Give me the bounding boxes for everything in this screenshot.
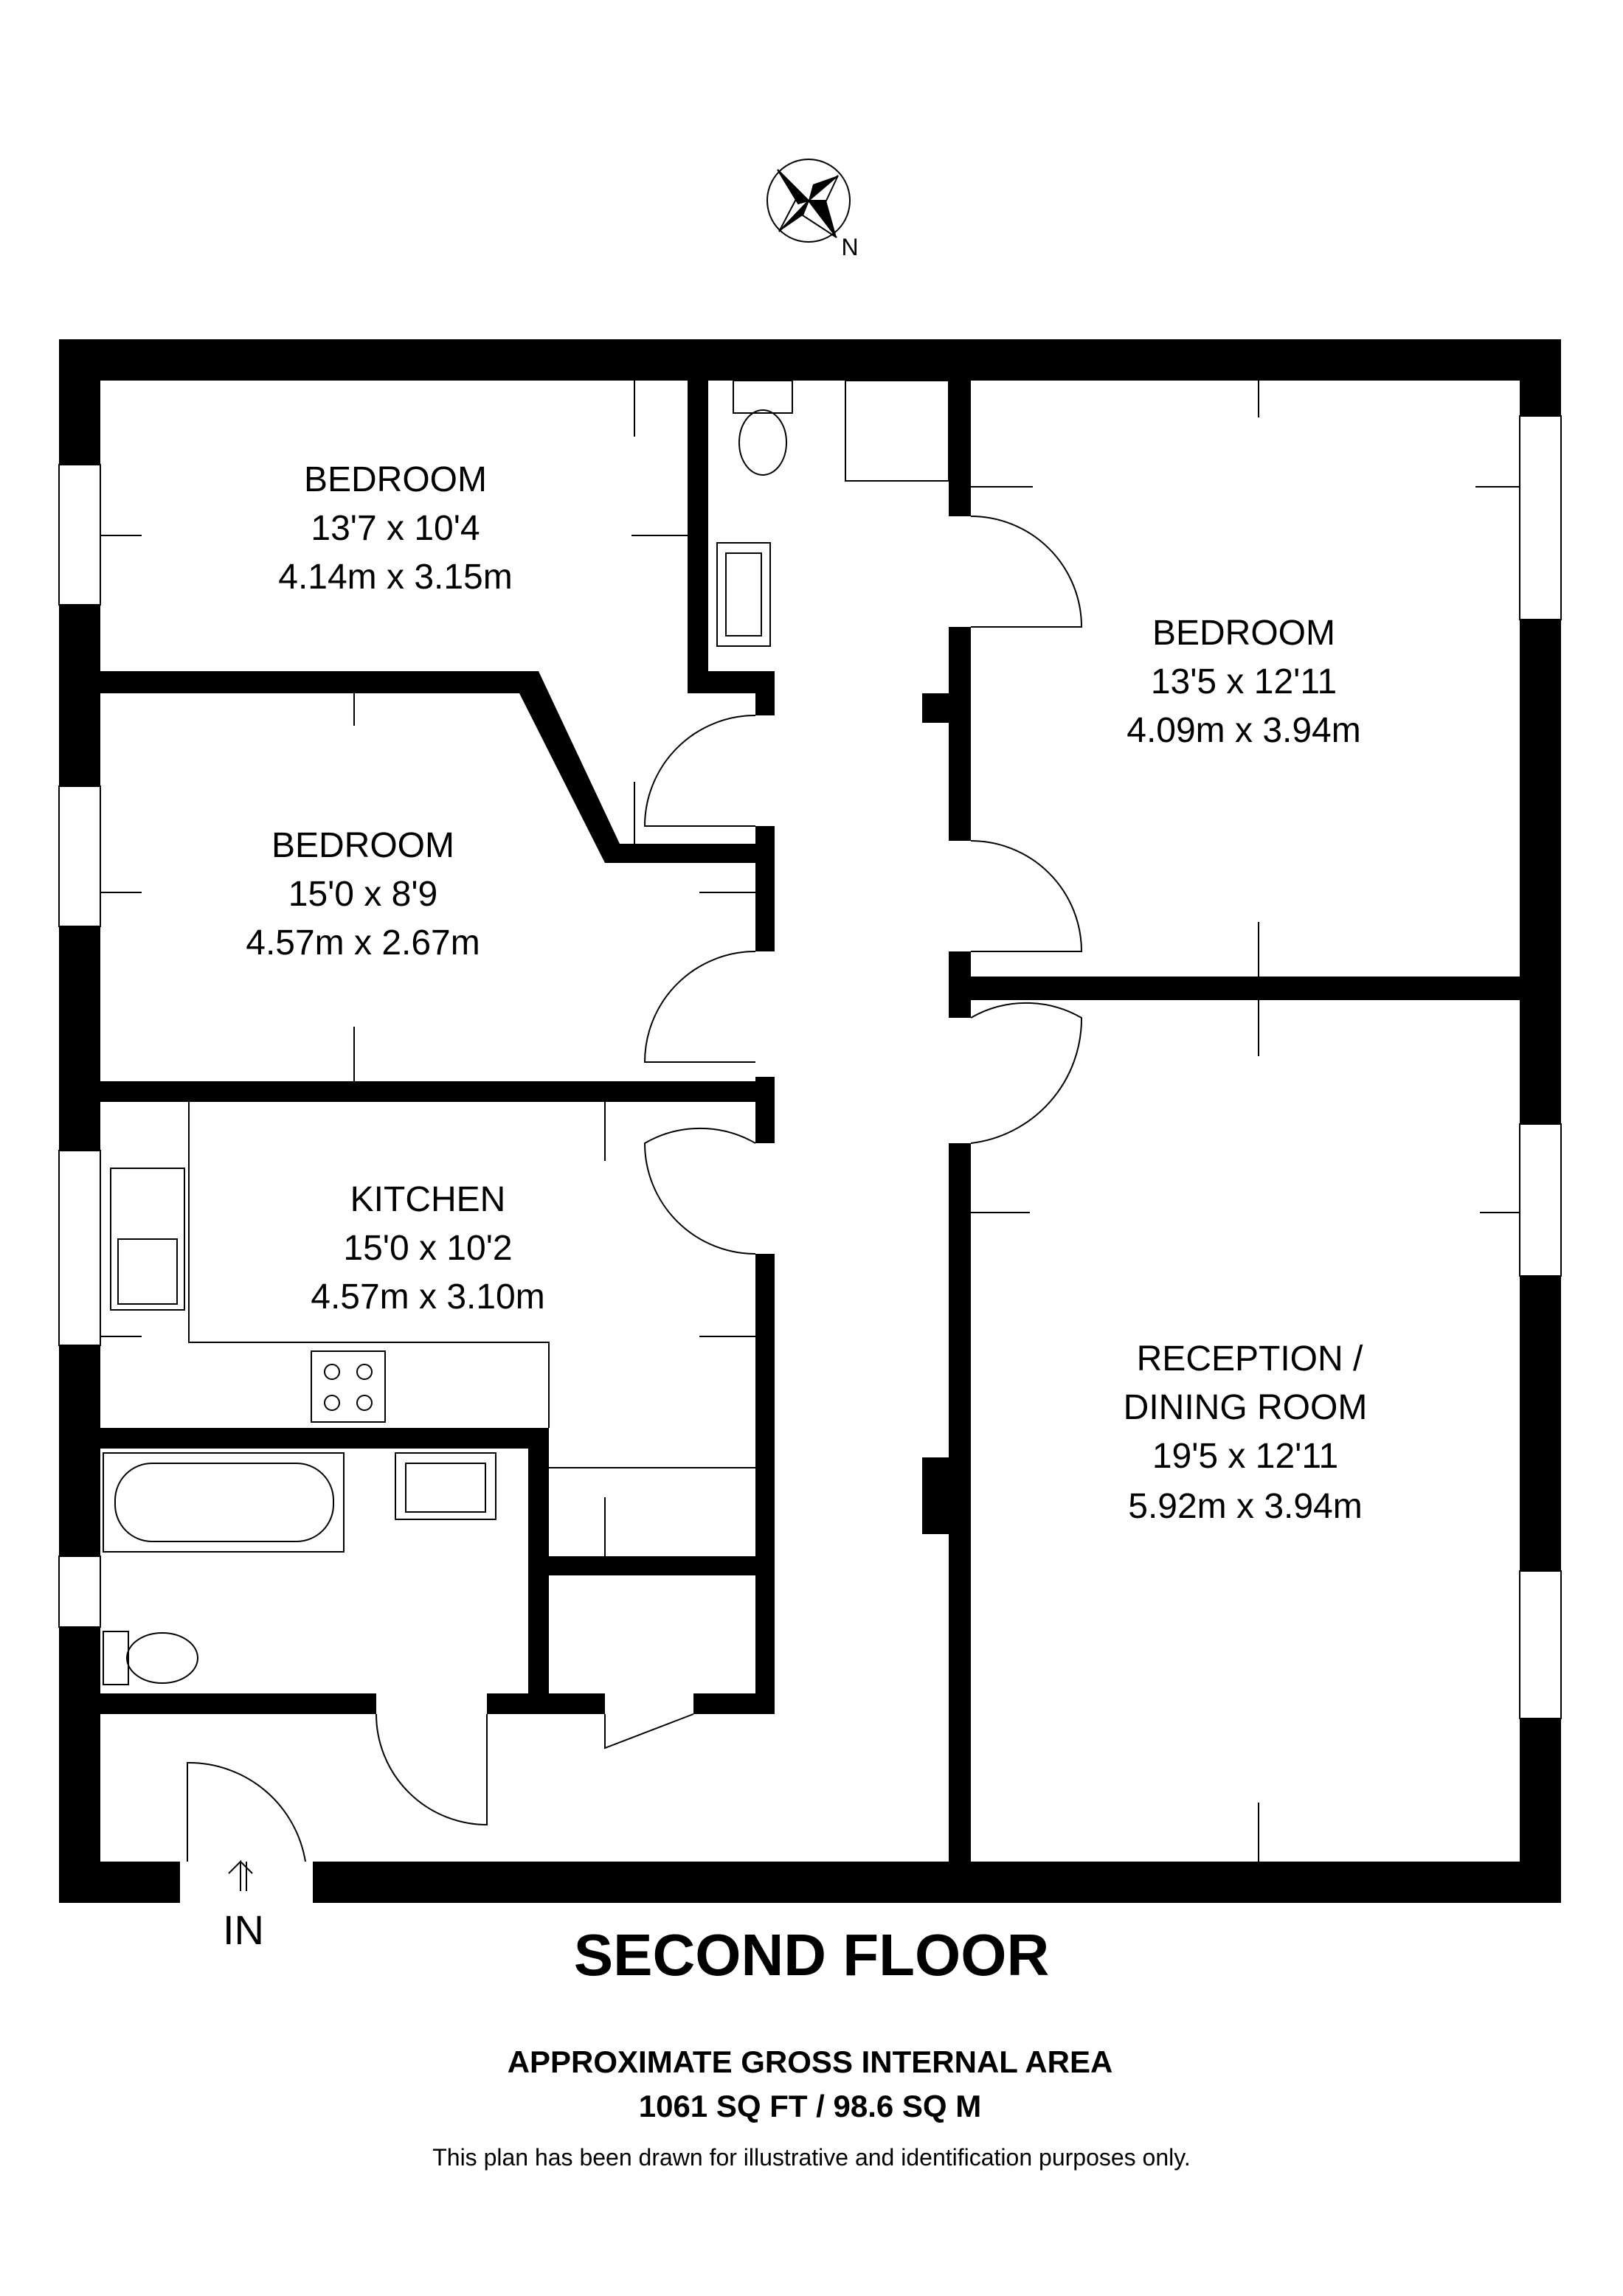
compass-icon — [766, 159, 851, 243]
compass-north-label: N — [841, 234, 858, 260]
room-imperial: 15'0 x 10'2 — [343, 1229, 512, 1268]
room-metric: 4.09m x 3.94m — [1127, 711, 1360, 750]
room-imperial: 13'7 x 10'4 — [311, 509, 480, 548]
disclaimer: This plan has been drawn for illustrativ… — [432, 2144, 1191, 2171]
room-imperial: 15'0 x 8'9 — [288, 875, 437, 914]
area-value: 1061 SQ FT / 98.6 SQ M — [639, 2089, 982, 2123]
room-reception: RECEPTION / DINING ROOM 19'5 x 12'11 5.9… — [1124, 1339, 1368, 1526]
doors — [187, 516, 1083, 1862]
room-metric: 5.92m x 3.94m — [1128, 1487, 1362, 1526]
room-name: BEDROOM — [304, 460, 487, 499]
room-name-2: DINING ROOM — [1124, 1388, 1368, 1427]
dimension-arrows — [100, 381, 1520, 1862]
floor-title: SECOND FLOOR — [574, 1922, 1049, 1988]
room-metric: 4.14m x 3.15m — [278, 558, 512, 597]
fixtures — [103, 380, 949, 1685]
area-heading: APPROXIMATE GROSS INTERNAL AREA — [508, 2044, 1113, 2079]
room-name: KITCHEN — [350, 1180, 506, 1219]
room-kitchen: KITCHEN 15'0 x 10'2 4.57m x 3.10m — [311, 1180, 544, 1317]
walls — [58, 339, 1562, 1903]
room-name: RECEPTION / — [1137, 1339, 1363, 1378]
entrance-label: IN — [223, 1907, 264, 1953]
entrance-arrow-icon — [228, 1859, 253, 1891]
room-imperial: 19'5 x 12'11 — [1152, 1437, 1338, 1476]
room-name: BEDROOM — [1152, 614, 1335, 653]
room-imperial: 13'5 x 12'11 — [1151, 662, 1337, 701]
room-bedroom-3: BEDROOM 13'5 x 12'11 4.09m x 3.94m — [1127, 614, 1360, 750]
room-bedroom-2: BEDROOM 15'0 x 8'9 4.57m x 2.67m — [246, 826, 480, 963]
room-name: BEDROOM — [271, 826, 454, 865]
room-metric: 4.57m x 3.10m — [311, 1277, 544, 1317]
room-metric: 4.57m x 2.67m — [246, 923, 480, 963]
room-bedroom-1: BEDROOM 13'7 x 10'4 4.14m x 3.15m — [278, 460, 512, 597]
